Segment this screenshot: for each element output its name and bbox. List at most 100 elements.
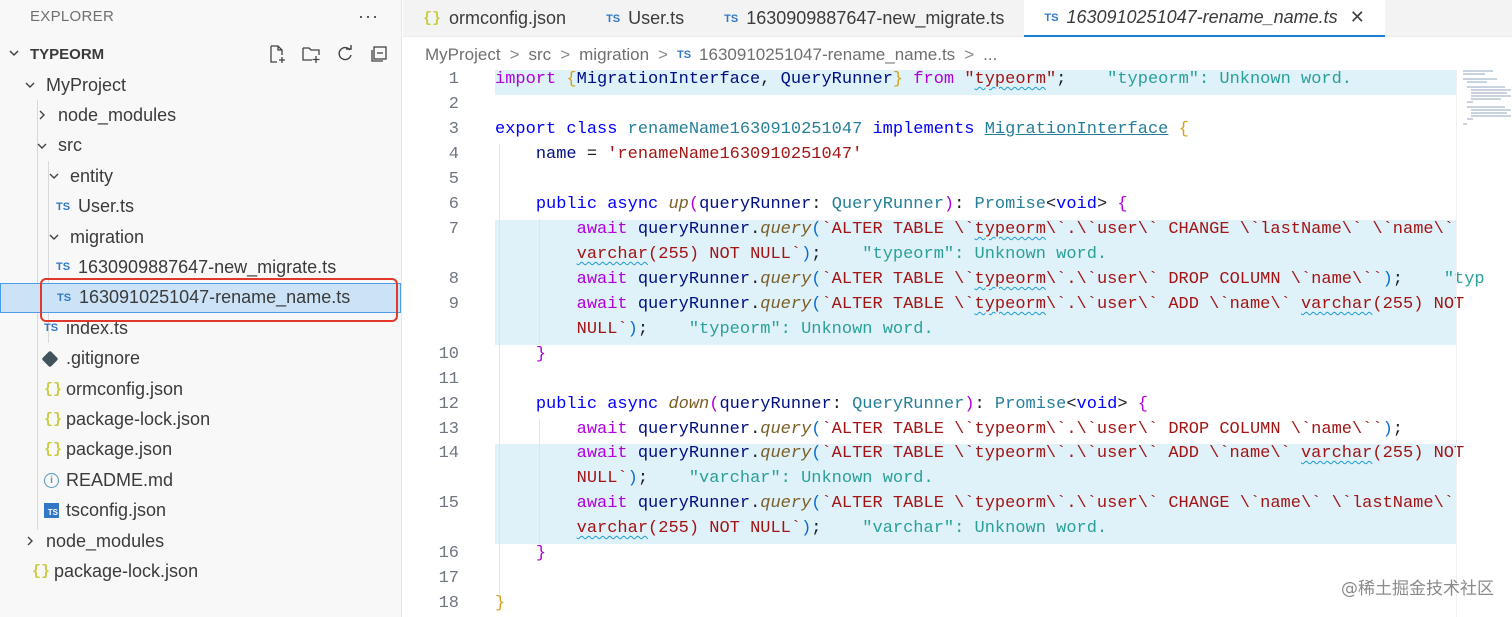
tree-file[interactable]: {}package-lock.json xyxy=(0,404,401,434)
code-line[interactable]: import {MigrationInterface, QueryRunner}… xyxy=(495,70,1352,89)
line-number: 9 xyxy=(448,295,459,314)
code-line[interactable]: await queryRunner.query(`ALTER TABLE \`t… xyxy=(576,494,1454,513)
typescript-file-icon: TS xyxy=(57,291,72,304)
json-file-icon: {} xyxy=(32,562,51,580)
line-number: 2 xyxy=(448,95,459,114)
line-number: 4 xyxy=(448,145,459,164)
indent-guide xyxy=(539,219,540,344)
typescript-file-icon: TS xyxy=(724,12,739,25)
json-file-icon: {} xyxy=(423,10,442,27)
close-icon[interactable]: ✕ xyxy=(1349,7,1365,27)
code-line[interactable]: await queryRunner.query(`ALTER TABLE \`t… xyxy=(576,295,1465,314)
chevron-down-icon[interactable] xyxy=(22,79,38,91)
breadcrumb-item[interactable]: migration xyxy=(579,45,650,64)
line-number: 3 xyxy=(448,120,459,139)
minimap-line xyxy=(1467,86,1505,88)
tree-file[interactable]: .gitignore xyxy=(0,344,401,374)
code-line[interactable]: } xyxy=(535,544,547,563)
code-line[interactable]: } xyxy=(535,345,547,364)
breadcrumb-item[interactable]: MyProject xyxy=(425,45,501,64)
line-highlight xyxy=(495,220,1456,345)
breadcrumb-item[interactable]: src xyxy=(528,45,552,64)
minimap-line xyxy=(1463,73,1485,75)
chevron-down-icon[interactable] xyxy=(8,47,26,62)
new-file-icon[interactable] xyxy=(267,44,287,64)
tree-folder[interactable]: entity xyxy=(0,161,401,191)
new-folder-icon[interactable] xyxy=(301,44,321,64)
minimap-line xyxy=(1467,101,1473,103)
code-line[interactable]: varchar(255) NOT NULL`); "varchar": Unkn… xyxy=(576,519,1108,538)
tree-file[interactable]: {}ormconfig.json xyxy=(0,374,401,404)
tree-folder[interactable]: src xyxy=(0,131,401,161)
tsconfig-file-icon: TS xyxy=(44,503,59,519)
tree-item-label: package.json xyxy=(66,439,173,460)
code-line[interactable]: NULL`); "typeorm": Unknown word. xyxy=(576,320,934,339)
chevron-down-icon[interactable] xyxy=(34,140,50,152)
chevron-down-icon[interactable] xyxy=(46,170,62,182)
tree-folder[interactable]: MyProject xyxy=(0,70,401,100)
collapse-all-icon[interactable] xyxy=(369,44,389,64)
breadcrumb-trail[interactable]: ... xyxy=(983,45,998,64)
code-line[interactable]: public async down(queryRunner: QueryRunn… xyxy=(535,395,1148,414)
minimap-line xyxy=(1467,118,1473,120)
minimap-line xyxy=(1471,115,1511,117)
watermark: @稀土掘金技术社区 xyxy=(1341,579,1494,599)
code-line[interactable]: NULL`); "varchar": Unknown word. xyxy=(576,469,934,488)
indent-guide xyxy=(37,100,38,530)
code-line[interactable]: varchar(255) NOT NULL`); "typeorm": Unkn… xyxy=(576,245,1108,264)
tree-file[interactable]: TS User.ts xyxy=(0,192,401,222)
minimap-line xyxy=(1467,81,1487,83)
indent-guide xyxy=(499,144,500,594)
indent-guide xyxy=(539,419,540,544)
tab-label: User.ts xyxy=(628,8,685,28)
explorer-title: EXPLORER xyxy=(30,8,115,25)
minimap-line xyxy=(1471,89,1511,91)
json-file-icon: {} xyxy=(44,441,63,459)
tree-item-label: User.ts xyxy=(78,196,135,217)
workspace-section-header[interactable]: TYPEORM xyxy=(0,40,401,69)
refresh-icon[interactable] xyxy=(335,44,355,64)
breadcrumb-separator: > xyxy=(560,45,571,64)
typescript-file-icon: TS xyxy=(56,200,71,213)
breadcrumb-file[interactable]: 1630910251047-rename_name.ts xyxy=(699,45,956,64)
chevron-down-icon[interactable] xyxy=(46,231,62,243)
minimap[interactable] xyxy=(1456,70,1512,617)
code-line[interactable]: name = 'renameName1630910251047' xyxy=(535,145,863,164)
code-line[interactable]: } xyxy=(495,594,506,613)
code-line[interactable]: await queryRunner.query(`ALTER TABLE \`t… xyxy=(576,420,1403,439)
line-highlight xyxy=(495,444,1456,544)
info-icon: i xyxy=(44,472,59,488)
workspace-title: TYPEORM xyxy=(30,46,105,63)
line-number: 8 xyxy=(448,270,459,289)
tree-folder[interactable]: node_modules xyxy=(0,526,401,556)
tree-item-label: package-lock.json xyxy=(54,560,199,581)
code-line[interactable]: await queryRunner.query(`ALTER TABLE \`t… xyxy=(576,270,1485,289)
more-actions-icon[interactable]: ··· xyxy=(358,6,379,26)
tree-file[interactable]: {}package.json xyxy=(0,435,401,465)
code-line[interactable]: public async up(queryRunner: QueryRunner… xyxy=(535,195,1128,214)
git-icon xyxy=(41,350,59,368)
chevron-right-icon[interactable] xyxy=(22,535,38,547)
line-number: 5 xyxy=(448,170,459,189)
tree-item-label: node_modules xyxy=(58,104,177,125)
line-number: 12 xyxy=(438,395,459,414)
code-line[interactable]: await queryRunner.query(`ALTER TABLE \`t… xyxy=(576,444,1465,463)
code-line[interactable]: export class renameName1630910251047 imp… xyxy=(495,120,1189,139)
line-number: 17 xyxy=(438,569,459,588)
tree-folder[interactable]: migration xyxy=(0,222,401,252)
code-line[interactable]: await queryRunner.query(`ALTER TABLE \`t… xyxy=(576,220,1455,239)
explorer-sidebar: EXPLORER ··· TYPEORM MyProject node_modul… xyxy=(0,0,402,617)
tree-file[interactable]: {}package-lock.json xyxy=(0,556,401,586)
editor-tab[interactable]: {}ormconfig.json xyxy=(403,0,586,37)
chevron-right-icon[interactable] xyxy=(34,109,50,121)
tree-folder[interactable]: node_modules xyxy=(0,100,401,130)
